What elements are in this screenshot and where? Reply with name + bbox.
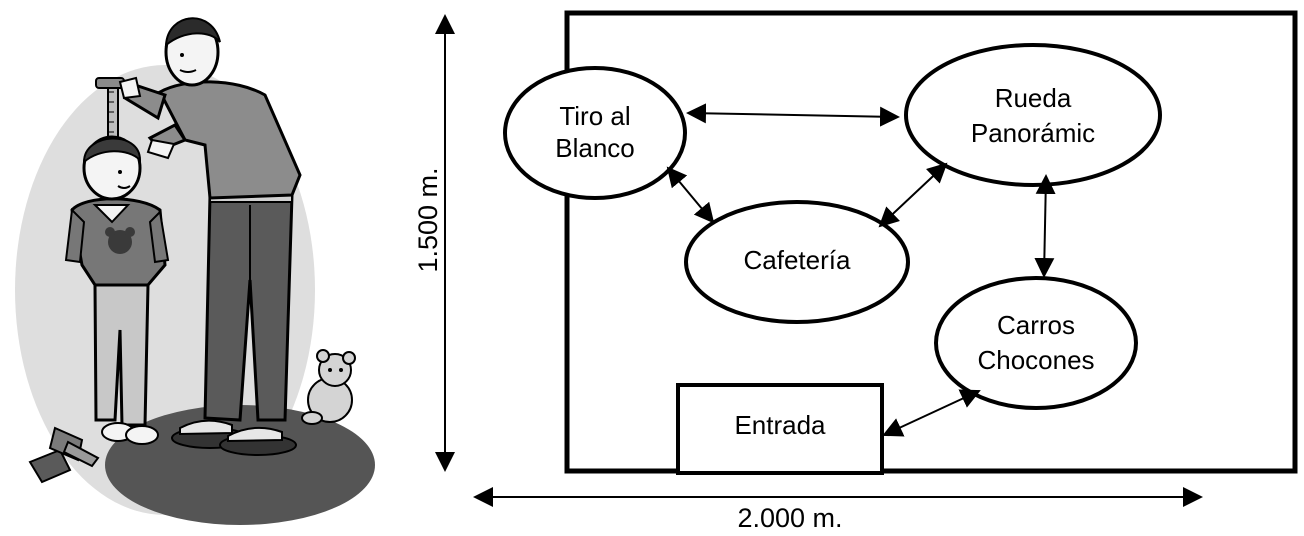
sandals (171, 419, 297, 456)
teddy-bear-icon (301, 349, 356, 425)
arrow-carros-entrada (882, 389, 981, 437)
carros-label-line2: Chocones (977, 345, 1094, 375)
carros-ellipse (934, 276, 1138, 410)
tiro-label-line2: Blanco (555, 133, 635, 163)
arrow-tiro-cafeteria (666, 166, 715, 224)
child-figure (64, 135, 170, 445)
entrada-label: Entrada (734, 410, 826, 440)
arrow-rueda-carros (1034, 174, 1056, 278)
entrada-box (676, 383, 884, 475)
adult-figure (118, 17, 302, 456)
arrow-rueda-cafeteria (878, 162, 948, 228)
rueda-label-line2: Panorámic (971, 118, 1095, 148)
measuring-illustration (15, 17, 375, 525)
arrow-tiro-rueda (686, 103, 900, 127)
park-map: Entrada Tiro al Blanco Rueda Panorámic C… (413, 10, 1298, 533)
height-dimension-label: 1.500 m. (413, 167, 443, 272)
tiro-ellipse (503, 66, 687, 200)
shoes-icon (28, 426, 100, 484)
rueda-ellipse (904, 43, 1162, 187)
carros-label-line1: Carros (997, 310, 1075, 340)
measuring-tape-icon (95, 77, 125, 153)
cafeteria-label: Cafetería (744, 245, 851, 275)
rueda-label-line1: Rueda (995, 83, 1072, 113)
width-dimension-label: 2.000 m. (737, 503, 842, 531)
tiro-label-line1: Tiro al (559, 101, 630, 131)
cafeteria-ellipse (684, 200, 910, 324)
